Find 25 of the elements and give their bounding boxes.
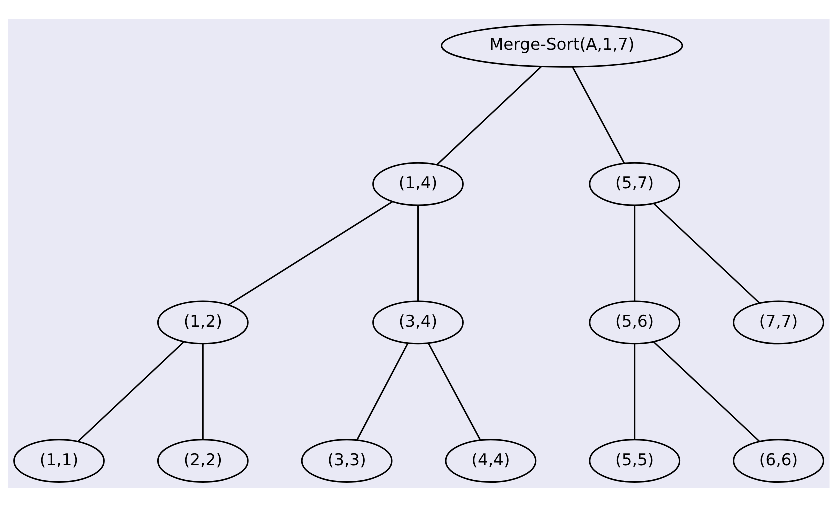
connector [653,202,760,304]
node-ellipse: (5,7) [589,162,681,206]
connector [634,206,636,302]
node-ellipse: (5,5) [589,439,681,484]
connector [228,201,394,306]
node-ellipse: (7,7) [733,300,824,345]
connector [356,343,409,441]
connector [634,344,636,440]
connector [78,341,185,442]
connector [436,66,542,166]
node-ellipse: (1,4) [372,162,464,206]
node-ellipse: Merge-Sort(A,1,7) [441,24,684,68]
connector [572,67,626,164]
node-ellipse: (6,6) [733,439,824,484]
node-ellipse: (1,2) [157,300,249,345]
connector [653,341,760,442]
node-ellipse: (4,4) [445,439,537,484]
node-ellipse: (3,4) [372,300,464,345]
connector [428,343,482,441]
connector [418,206,419,302]
node-ellipse: (2,2) [157,439,249,484]
connector [202,344,204,440]
node-ellipse: (5,6) [589,300,681,345]
node-ellipse: (3,3) [301,439,393,484]
node-ellipse: (1,1) [14,439,105,484]
